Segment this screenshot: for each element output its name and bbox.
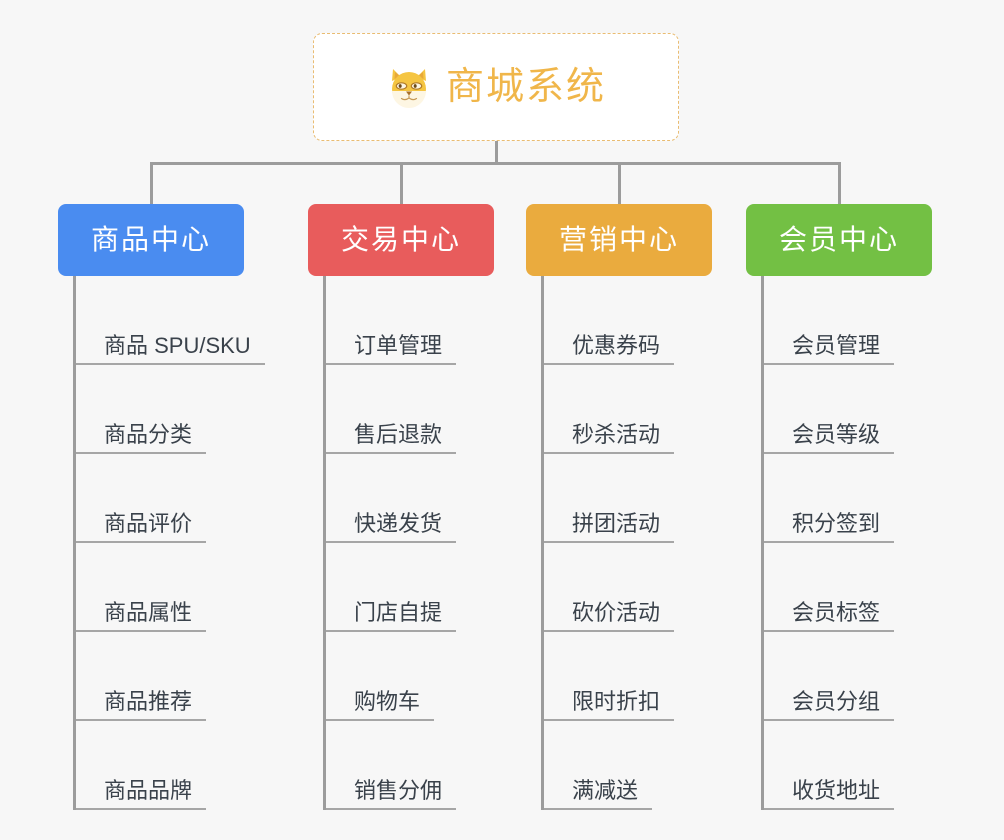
leaf-item: 商品推荐 <box>76 632 207 721</box>
leaf-label[interactable]: 会员标签 <box>764 602 895 632</box>
leaf-label[interactable]: 积分签到 <box>764 513 895 543</box>
leaf-item: 会员管理 <box>764 276 895 365</box>
leaf-item: 秒杀活动 <box>544 365 675 454</box>
leaf-label[interactable]: 购物车 <box>326 691 435 721</box>
branch-trunk-line <box>541 276 544 810</box>
connector-root-stem <box>495 141 498 164</box>
leaf-label[interactable]: 商品推荐 <box>76 691 207 721</box>
root-node-mall-system[interactable]: 商城系统 <box>313 33 679 141</box>
category-label: 会员中心 <box>778 224 899 255</box>
category-box-marketing-center[interactable]: 营销中心 <box>526 204 712 276</box>
leaf-label[interactable]: 商品分类 <box>76 424 207 454</box>
leaf-label[interactable]: 销售分佣 <box>326 780 457 810</box>
leaf-item: 拼团活动 <box>544 454 675 543</box>
leaf-label[interactable]: 满减送 <box>544 780 653 810</box>
connector-horizontal-bus <box>151 162 841 165</box>
root-node-content: 商城系统 <box>386 64 606 110</box>
branch-trunk-line <box>323 276 326 810</box>
leaf-item: 会员标签 <box>764 543 895 632</box>
category-label: 商品中心 <box>90 224 211 255</box>
leaf-item: 会员等级 <box>764 365 895 454</box>
root-node-title: 商城系统 <box>445 66 606 108</box>
category-label: 营销中心 <box>558 224 679 255</box>
leaf-label[interactable]: 秒杀活动 <box>544 424 675 454</box>
leaf-label[interactable]: 收货地址 <box>764 780 895 810</box>
leaf-label[interactable]: 限时折扣 <box>544 691 675 721</box>
leaf-item: 优惠券码 <box>544 276 675 365</box>
branch-trunk-line <box>761 276 764 810</box>
connector-drop-category-4 <box>838 162 841 204</box>
connector-drop-category-1 <box>150 162 153 204</box>
leaf-label[interactable]: 商品 SPU/SKU <box>76 335 265 365</box>
leaf-item: 限时折扣 <box>544 632 675 721</box>
leaf-item: 满减送 <box>544 721 653 810</box>
leaf-label[interactable]: 门店自提 <box>326 602 457 632</box>
leaf-item: 砍价活动 <box>544 543 675 632</box>
leaf-label[interactable]: 售后退款 <box>326 424 457 454</box>
leaf-item: 快递发货 <box>326 454 457 543</box>
leaf-item: 购物车 <box>326 632 435 721</box>
leaf-label[interactable]: 会员等级 <box>764 424 895 454</box>
leaf-item: 商品分类 <box>76 365 207 454</box>
leaf-label[interactable]: 快递发货 <box>326 513 457 543</box>
connector-drop-category-2 <box>400 162 403 204</box>
leaf-item: 收货地址 <box>764 721 895 810</box>
leaf-item: 会员分组 <box>764 632 895 721</box>
leaf-label[interactable]: 会员分组 <box>764 691 895 721</box>
leaf-label[interactable]: 商品评价 <box>76 513 207 543</box>
leaf-item: 积分签到 <box>764 454 895 543</box>
leaf-item: 商品品牌 <box>76 721 207 810</box>
category-box-trade-center[interactable]: 交易中心 <box>308 204 494 276</box>
leaf-label[interactable]: 商品品牌 <box>76 780 207 810</box>
leaf-item: 售后退款 <box>326 365 457 454</box>
leaf-label[interactable]: 会员管理 <box>764 335 895 365</box>
leaf-item: 商品 SPU/SKU <box>76 276 265 365</box>
leaf-item: 订单管理 <box>326 276 457 365</box>
leaf-label[interactable]: 优惠券码 <box>544 335 675 365</box>
leaf-item: 商品属性 <box>76 543 207 632</box>
leaf-item: 销售分佣 <box>326 721 457 810</box>
category-box-product-center[interactable]: 商品中心 <box>58 204 244 276</box>
shiba-dog-emoji <box>386 64 432 110</box>
category-box-member-center[interactable]: 会员中心 <box>746 204 932 276</box>
branch-trunk-line <box>73 276 76 810</box>
leaf-item: 门店自提 <box>326 543 457 632</box>
leaf-label[interactable]: 砍价活动 <box>544 602 675 632</box>
leaf-label[interactable]: 订单管理 <box>326 335 457 365</box>
leaf-label[interactable]: 商品属性 <box>76 602 207 632</box>
category-label: 交易中心 <box>340 224 461 255</box>
connector-drop-category-3 <box>618 162 621 204</box>
leaf-item: 商品评价 <box>76 454 207 543</box>
leaf-label[interactable]: 拼团活动 <box>544 513 675 543</box>
